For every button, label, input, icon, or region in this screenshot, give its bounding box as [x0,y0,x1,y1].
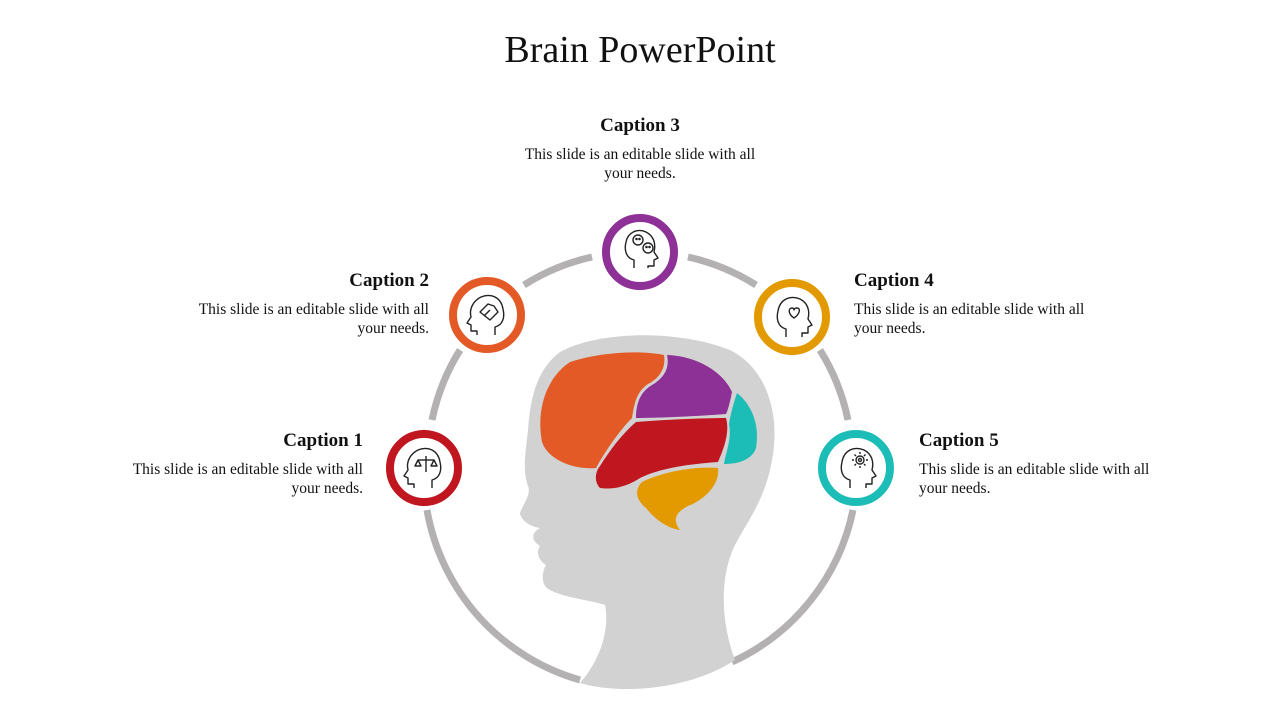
caption-4-text: This slide is an editable slide with all… [854,301,1085,337]
brain-lobe-red [595,418,728,489]
balance-head-icon [403,447,442,488]
node-caption-2 [449,277,525,353]
node-caption-4 [754,279,830,355]
ring [423,253,857,684]
caption-1-text: This slide is an editable slide with all… [132,461,363,497]
caption-3-heading: Caption 3 [600,115,680,136]
emotion-head-icon [624,229,659,268]
handshake-head-icon [466,294,505,335]
caption-5-heading: Caption 5 [919,430,999,451]
brain-lobe-yellow [637,467,719,530]
heart-head-icon [776,296,813,337]
brain-lobe-teal [724,393,758,464]
caption-5: Caption 5 This slide is an editable slid… [919,430,1169,498]
caption-2: Caption 2 This slide is an editable slid… [179,270,429,338]
caption-1-heading: Caption 1 [283,430,363,451]
caption-4: Caption 4 This slide is an editable slid… [854,270,1104,338]
caption-4-heading: Caption 4 [854,270,934,291]
brain-lobe-orange [540,352,665,469]
caption-1: Caption 1 This slide is an editable slid… [113,430,363,498]
gear-head-icon [840,447,877,488]
node-caption-5 [818,430,894,506]
caption-2-heading: Caption 2 [349,270,429,291]
caption-2-text: This slide is an editable slide with all… [198,301,429,337]
caption-5-text: This slide is an editable slide with all… [919,461,1150,497]
brain-lobe-purple [636,355,732,418]
node-caption-1 [386,430,462,506]
caption-3: Caption 3 This slide is an editable slid… [515,115,765,183]
caption-3-text: This slide is an editable slide with all… [524,146,756,182]
slide-title: Brain PowerPoint [504,29,776,71]
node-caption-3 [602,214,678,290]
